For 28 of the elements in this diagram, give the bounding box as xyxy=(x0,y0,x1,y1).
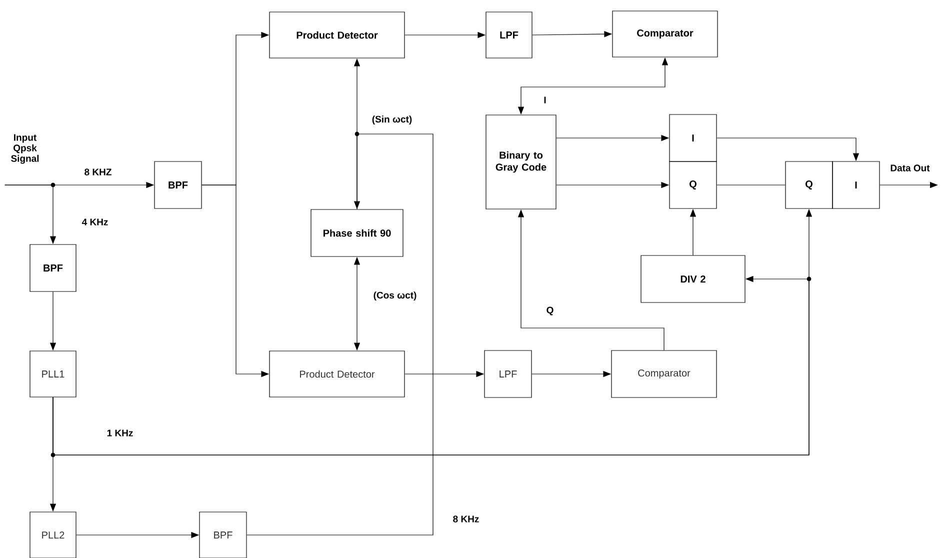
edge-label: 8 KHZ xyxy=(84,168,112,176)
block-box: Product Detector xyxy=(269,12,405,58)
block-box: I xyxy=(832,161,880,209)
edge-label: (Cos ωct) xyxy=(374,292,416,300)
edge-label: I xyxy=(544,96,546,104)
block-box: DIV 2 xyxy=(640,255,746,303)
edge-label: (Sin ωct) xyxy=(370,114,414,126)
block-box: LPF xyxy=(486,12,532,58)
block-box: Product Detector xyxy=(269,350,405,398)
block-box: Q xyxy=(785,161,833,209)
block-box: Phase shift 90 xyxy=(310,209,404,257)
block-box: BPF xyxy=(30,244,76,292)
block-box: Binary to Gray Code xyxy=(486,114,556,210)
edge-label: 8 KHz xyxy=(453,516,479,522)
block-box: Comparator xyxy=(612,10,718,58)
block-box: BPF xyxy=(199,512,247,558)
edge-label: 4 KHz xyxy=(82,218,108,226)
input-label: Input Qpsk Signal xyxy=(11,134,39,164)
block-box: Q xyxy=(669,161,717,209)
block-box: PLL2 xyxy=(30,512,76,558)
edge-label: Data Out xyxy=(890,164,930,172)
block-box: Comparator xyxy=(611,350,717,398)
edge-label: Q xyxy=(546,306,554,316)
edge-label: 1 KHz xyxy=(107,430,133,436)
block-box: I xyxy=(669,114,717,162)
block-box: PLL1 xyxy=(30,350,76,398)
block-box: BPF xyxy=(154,161,202,209)
block-box: LPF xyxy=(484,350,532,398)
